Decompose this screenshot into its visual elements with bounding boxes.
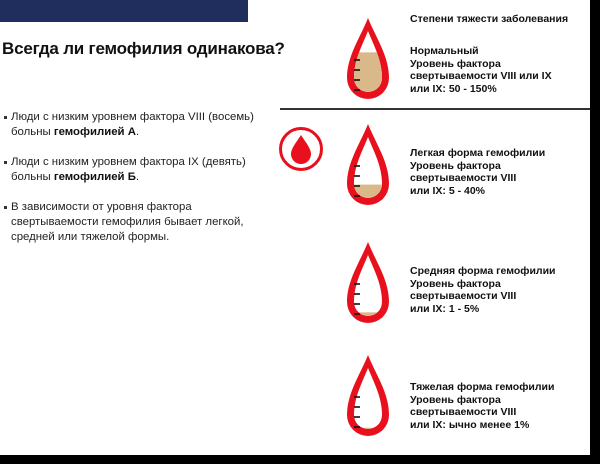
level-severe-description: Тяжелая форма гемофилии Уровень фактора … [410, 381, 554, 431]
level-mild-description: Легкая форма гемофилии Уровень фактора с… [410, 147, 545, 197]
drop-fill-level [354, 427, 382, 429]
drop-fill-level [354, 184, 382, 198]
bullet-item-factor-ix: Люди с низким уровнем фактора IX (девять… [4, 155, 268, 185]
level-moderate-line: свертываемости VIII [410, 290, 517, 302]
blood-drop-gauge-icon [347, 124, 389, 205]
blood-drop-gauge-icon [347, 355, 389, 436]
bullet-bold: гемофилией А [53, 126, 136, 138]
level-severe-line: или IX: ычно менее 1% [410, 418, 530, 431]
bullet-item-severity: В зависимости от уровня фактора свертыва… [4, 200, 268, 245]
bullet-text: Люди с низким уровнем фактора VIII (восе… [11, 111, 254, 138]
drop-chamber [354, 137, 382, 198]
level-mild-line: Легкая форма гемофилии [410, 147, 546, 159]
level-severe-line: Тяжелая форма гемофилии [410, 381, 555, 393]
severity-heading: Степени тяжести заболевания [410, 13, 569, 25]
level-normal-description: Нормальный Уровень фактора свертываемост… [410, 45, 552, 95]
bullet-tail: . [135, 126, 140, 138]
level-moderate-description: Средняя форма гемофилии Уровень фактора … [410, 265, 555, 315]
level-severe-line: свертываемости VIII [410, 406, 517, 418]
level-moderate-line: Уровень фактора [410, 277, 501, 290]
drop-fill-level [354, 312, 382, 316]
bullet-tail: . [135, 171, 140, 183]
bullet-bold: гемофилией Б [53, 171, 136, 183]
level-mild-line: Уровень фактора [410, 159, 501, 172]
header-bar [0, 0, 248, 22]
blood-drop-icon [279, 127, 323, 171]
level-normal-line: или IX: 50 - 150% [410, 82, 497, 95]
drop-fill-level [354, 52, 382, 92]
level-moderate-line: Средняя форма гемофилии [410, 265, 556, 277]
level-normal-line: Уровень фактора [410, 57, 501, 70]
drop-chamber [354, 368, 382, 429]
bullet-item-factor-viii: Люди с низким уровнем фактора VIII (восе… [4, 110, 268, 140]
blood-drop-gauge-icon [347, 242, 389, 323]
blood-drop-gauge-icon [347, 18, 389, 99]
slide-title: Всегда ли гемофилия одинакова? [2, 39, 285, 58]
bullet-text: В зависимости от уровня фактора свертыва… [11, 201, 244, 243]
level-normal-line: свертываемости VIII или IX [410, 70, 552, 82]
level-mild-line: свертываемости VIII [410, 172, 517, 184]
level-moderate-line: или IX: 1 - 5% [410, 302, 480, 315]
level-severe-line: Уровень фактора [410, 393, 501, 406]
bullet-text: Люди с низким уровнем фактора IX (девять… [11, 156, 246, 183]
bullet-list: Люди с низким уровнем фактора VIII (восе… [4, 110, 268, 260]
level-normal-line: Нормальный [410, 45, 479, 57]
slide-panel: Всегда ли гемофилия одинакова? Люди с ни… [0, 0, 590, 455]
drop-chamber [354, 255, 382, 316]
divider-line [280, 108, 590, 110]
level-mild-line: или IX: 5 - 40% [410, 184, 486, 197]
